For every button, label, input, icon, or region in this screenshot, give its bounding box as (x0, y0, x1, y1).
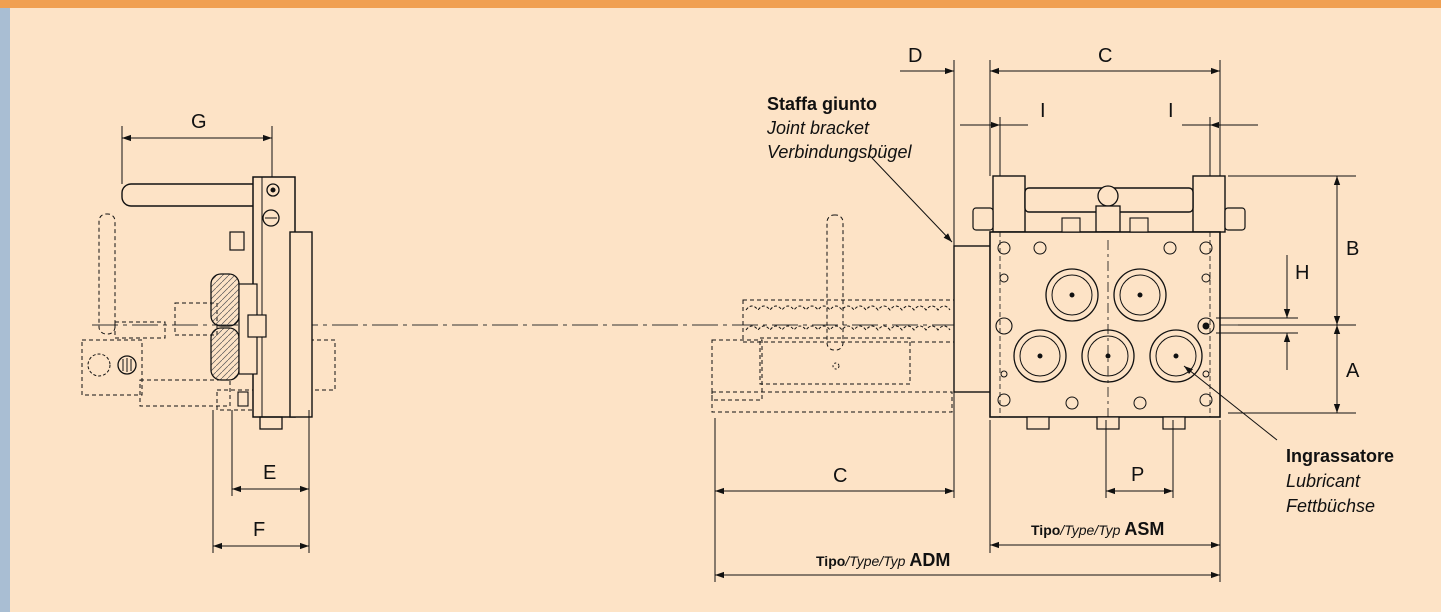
top-accent-bar (0, 0, 1441, 8)
lubricator-label-it: Ingrassatore (1286, 446, 1394, 466)
dim-P-label: P (1131, 464, 1144, 486)
bracket-label-en: Joint bracket (766, 118, 870, 138)
dim-F (212, 410, 310, 553)
asm-type-label: Tipo/Type/Typ ASM (1031, 519, 1164, 539)
lubricator-label-de: Fettbüchse (1286, 496, 1375, 516)
dim-P (1105, 420, 1174, 498)
lubricator-label-en: Lubricant (1286, 471, 1361, 491)
dim-G (121, 126, 273, 184)
dim-I-left-label: I (1040, 100, 1046, 122)
dim-ASM (989, 420, 1221, 582)
dim-F-label: F (253, 519, 265, 541)
dim-E (231, 410, 310, 496)
dim-D (900, 60, 955, 246)
lubricator-leader-line (1183, 365, 1278, 441)
dim-I-right (1182, 117, 1258, 176)
dim-H (1216, 255, 1298, 370)
side-view (81, 176, 336, 430)
front-view (711, 175, 1246, 430)
bracket-label-de: Verbindungsbügel (767, 142, 912, 162)
dim-A-label: A (1346, 360, 1360, 382)
dim-I-left (960, 117, 1028, 176)
adm-type-label: Tipo/Type/Typ ADM (816, 550, 950, 570)
bracket-leader-line (871, 157, 953, 243)
dim-H-label: H (1295, 262, 1309, 284)
bracket-label-it: Staffa giunto (767, 94, 877, 114)
dim-I-right-label: I (1168, 100, 1174, 122)
dim-D-label: D (908, 45, 922, 67)
dim-C-top-label: C (1098, 45, 1112, 67)
dim-C-bottom (714, 392, 955, 582)
dim-B-label: B (1346, 238, 1359, 260)
dim-C-top (989, 60, 1221, 176)
dim-B-A (1228, 175, 1356, 414)
dim-E-label: E (263, 462, 276, 484)
dim-G-label: G (191, 111, 207, 133)
dim-C-bottom-label: C (833, 465, 847, 487)
